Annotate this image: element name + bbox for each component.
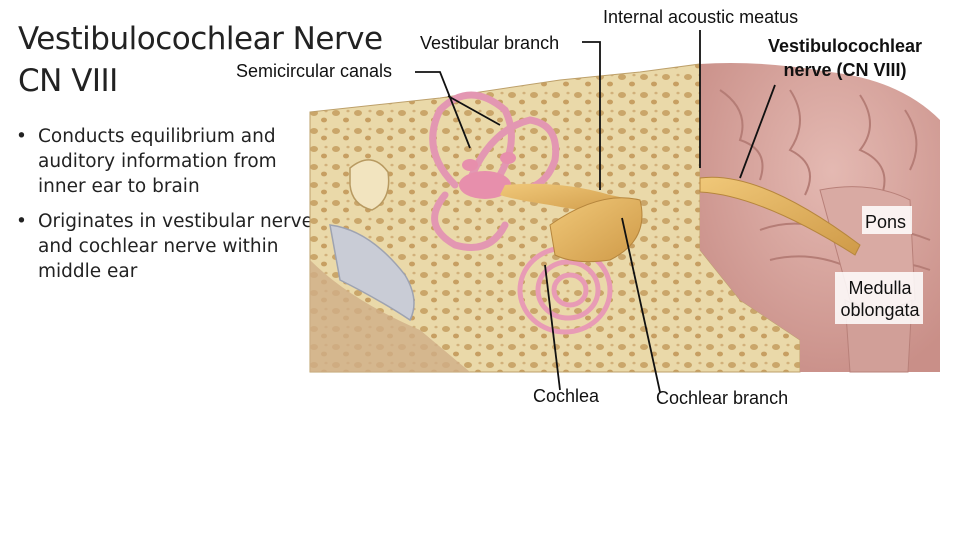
slide-title: Vestibulocochlear Nerve CN VIII: [18, 18, 383, 102]
vestibule: [459, 152, 516, 199]
bullet-list: Conducts equilibrium and auditory inform…: [14, 124, 314, 294]
label-vestibulocochlear-line2: nerve (CN VIII): [783, 60, 907, 80]
label-medulla-oblongata: Medulla oblongata: [830, 277, 930, 321]
label-medulla-line1: Medulla: [848, 278, 912, 298]
label-medulla-line2: oblongata: [840, 300, 920, 320]
cochlear-nerve-branch: [549, 197, 643, 263]
semicircular-canals: [429, 91, 560, 251]
label-semicircular-canals: Semicircular canals: [236, 61, 393, 81]
label-internal-acoustic-meatus: Internal acoustic meatus: [603, 7, 799, 27]
bullet-item-1: Conducts equilibrium and auditory inform…: [14, 124, 314, 199]
vestibulocochlear-nerve-trunk: [699, 176, 861, 256]
label-vestibulocochlear-nerve: Vestibulocochlear nerve (CN VIII): [745, 34, 945, 82]
leader-lines: [415, 30, 776, 393]
label-pons: Pons: [865, 212, 907, 232]
label-cochlea: Cochlea: [533, 386, 600, 406]
bullet-item-2: Originates in vestibular nerve and cochl…: [14, 209, 314, 284]
ossicle: [349, 159, 390, 211]
label-vestibular-branch: Vestibular branch: [420, 33, 560, 53]
label-cochlear-branch: Cochlear branch: [656, 388, 789, 408]
label-vestibulocochlear-line1: Vestibulocochlear: [767, 36, 923, 56]
ear-canal-tissue: [310, 260, 470, 372]
title-line-1: Vestibulocochlear Nerve: [18, 21, 383, 57]
title-line-2: CN VIII: [18, 63, 118, 99]
tympanic-membrane: [329, 224, 415, 322]
